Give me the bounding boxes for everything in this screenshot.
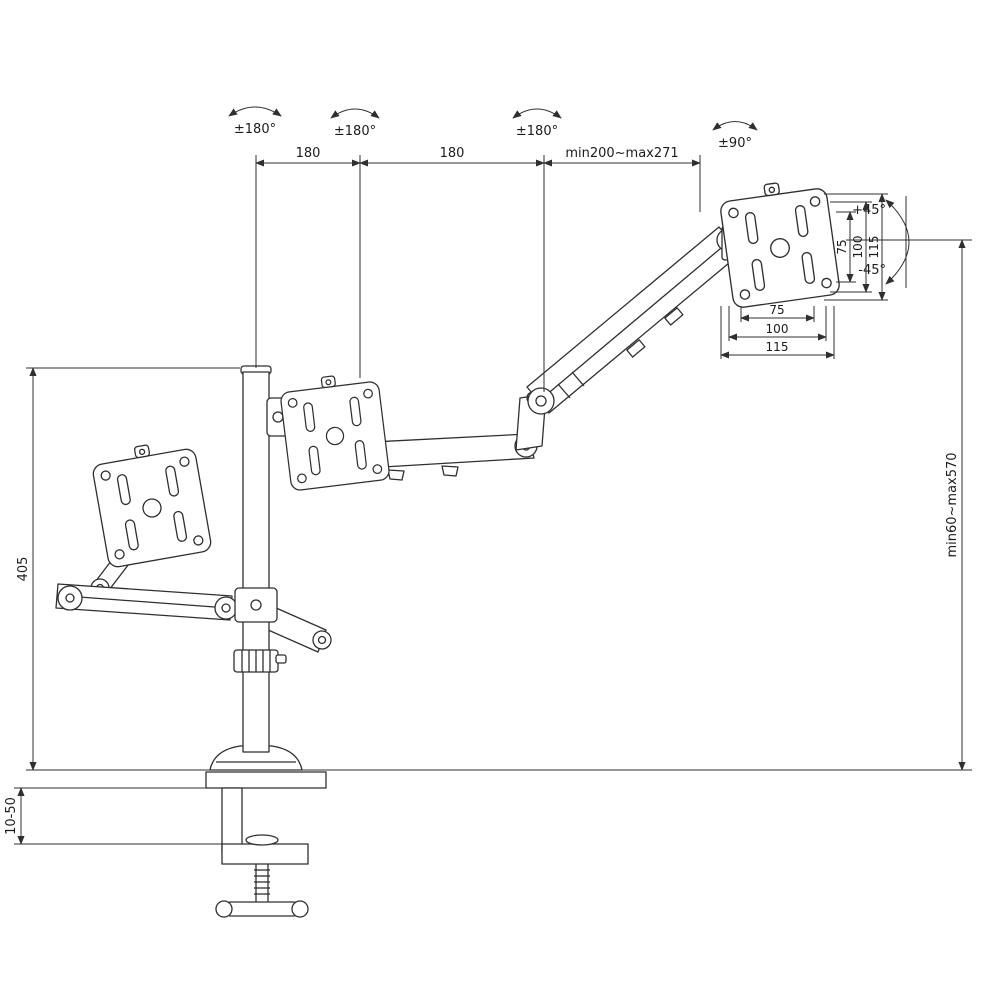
rotation-label-joint1: ±180° [334,124,376,139]
clamp-range-label: 10-50 [4,797,19,835]
vesa-right-100: 100 [851,236,865,259]
height-range-dimension: min60~max570 [846,239,972,771]
vesa-plate-left [89,436,213,569]
rotation-label-joint2: ±180° [516,124,558,139]
rotation-arc-head [712,121,758,131]
tilt-label-up: +45° [852,203,886,218]
vesa-right-75: 75 [835,239,849,254]
vesa-bottom-75: 75 [769,303,784,317]
vesa-plate-top [717,175,842,310]
vesa-right-115: 115 [867,236,881,259]
gas-spring-arm [526,225,742,415]
height-range-label: min60~max570 [945,452,960,557]
rotation-label-head: ±90° [718,136,752,151]
vesa-bottom-115: 115 [766,340,789,354]
vesa-bottom-dimensions: 75 100 115 [720,303,835,359]
rotation-arc-joint1 [330,108,380,119]
pole-height-dimension: 405 [16,367,240,771]
top-dimension-lines: 180 180 min200~max271 [255,146,701,392]
dim-label-180-1: 180 [296,146,321,161]
rotation-arc-pole [228,106,282,117]
tilt-arc [885,199,910,285]
pole-and-base [209,365,303,771]
vesa-bottom-100: 100 [766,322,789,336]
rotation-arc-joint2 [512,108,562,119]
desk-clamp [205,771,327,918]
vesa-plate-middle [278,369,391,492]
left-gas-arm [55,551,332,653]
rotation-annotations: ±180° ±180° ±180° ±90° [228,106,758,151]
pole-height-label: 405 [16,557,31,582]
rotation-label-pole: ±180° [234,122,276,137]
dim-label-arm-reach: min200~max271 [565,146,678,161]
clamp-range-dimension: 10-50 [4,787,222,845]
dim-label-180-2: 180 [440,146,465,161]
vesa-right-dimensions: 75 100 115 [824,193,888,301]
